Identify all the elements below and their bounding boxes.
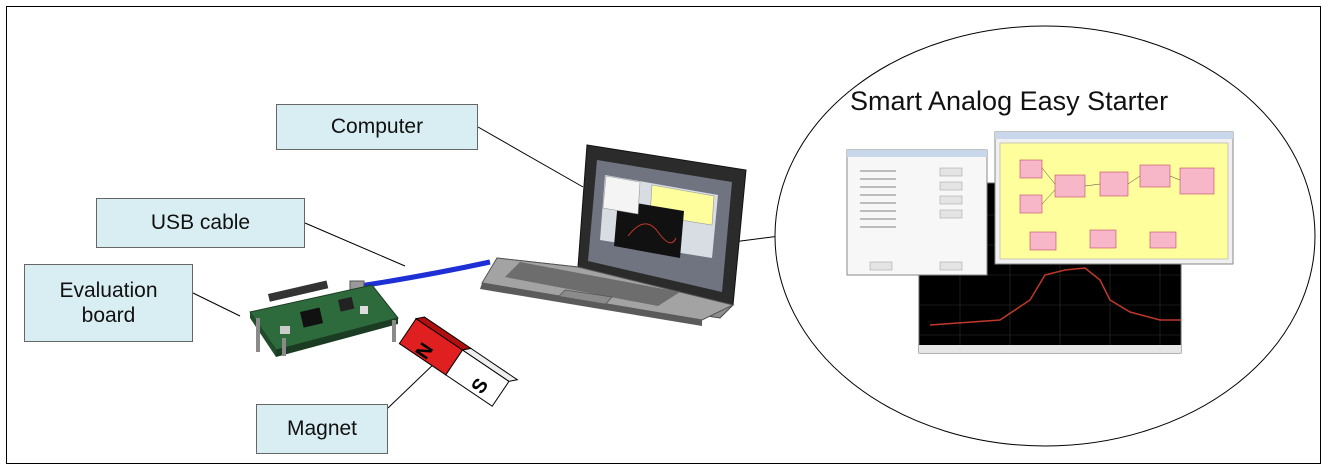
computer-callout: Computer xyxy=(276,104,478,150)
computer-label: Computer xyxy=(330,115,424,139)
usb-cable-label: USB cable xyxy=(150,211,251,235)
control-window xyxy=(846,149,988,276)
magnet-label: Magnet xyxy=(286,417,358,441)
software-screenshot xyxy=(846,131,1234,354)
laptop xyxy=(480,144,747,326)
software-title: Smart Analog Easy Starter xyxy=(850,86,1169,116)
evaluation-board-callout: Evaluation board xyxy=(24,264,193,342)
magnet-bar xyxy=(398,316,519,407)
software-leader-line xyxy=(732,235,781,243)
board-leader-line xyxy=(192,292,241,317)
computer-leader-line xyxy=(477,126,584,188)
magnet-leader-line xyxy=(387,359,439,409)
evaluation-board-label: Evaluation board xyxy=(59,278,158,327)
usb-cable-callout: USB cable xyxy=(96,198,305,248)
evaluation-board xyxy=(249,280,399,357)
magnet-callout: Magnet xyxy=(256,404,388,454)
usb-leader-line xyxy=(304,222,406,267)
usb-cable xyxy=(359,259,491,289)
